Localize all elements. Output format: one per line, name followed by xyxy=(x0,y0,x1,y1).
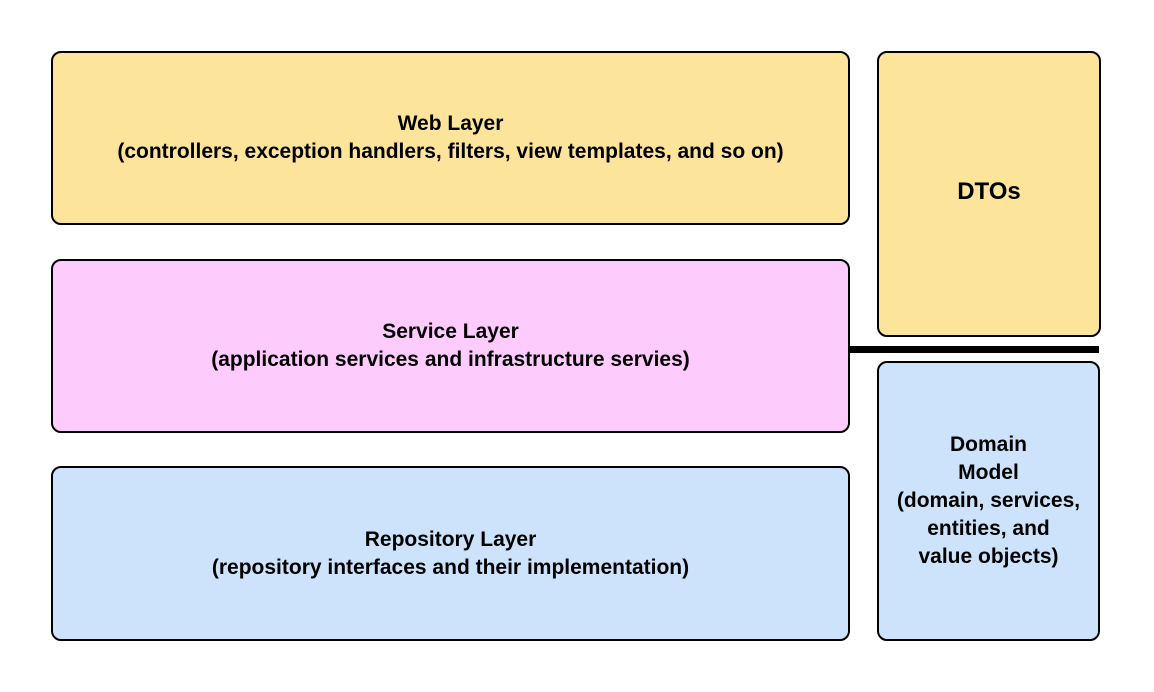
domain-model-line: (domain, services, xyxy=(896,489,1081,512)
service-layer-description: (application services and infrastructure… xyxy=(211,348,690,371)
layer-separator-line xyxy=(850,346,1099,353)
repository-layer-description: (repository interfaces and their impleme… xyxy=(211,555,690,579)
domain-model-line: entities, and xyxy=(927,517,1050,540)
web-layer-title: Web Layer xyxy=(397,112,504,135)
domain-model-line: value objects) xyxy=(918,545,1059,568)
domain-model-box: Domain Model (domain, services, entities… xyxy=(877,361,1100,641)
service-layer-box: Service Layer (application services and … xyxy=(51,259,850,433)
web-layer-description: (controllers, exception handlers, filter… xyxy=(117,140,784,163)
repository-layer-title: Repository Layer xyxy=(364,527,537,551)
domain-model-line: Domain xyxy=(949,433,1027,456)
web-layer-box: Web Layer (controllers, exception handle… xyxy=(51,51,850,225)
dtos-box: DTOs xyxy=(877,51,1101,337)
domain-model-line: Model xyxy=(958,461,1019,484)
service-layer-title: Service Layer xyxy=(382,320,519,343)
dtos-title: DTOs xyxy=(957,178,1021,205)
repository-layer-box: Repository Layer (repository interfaces … xyxy=(51,466,850,641)
